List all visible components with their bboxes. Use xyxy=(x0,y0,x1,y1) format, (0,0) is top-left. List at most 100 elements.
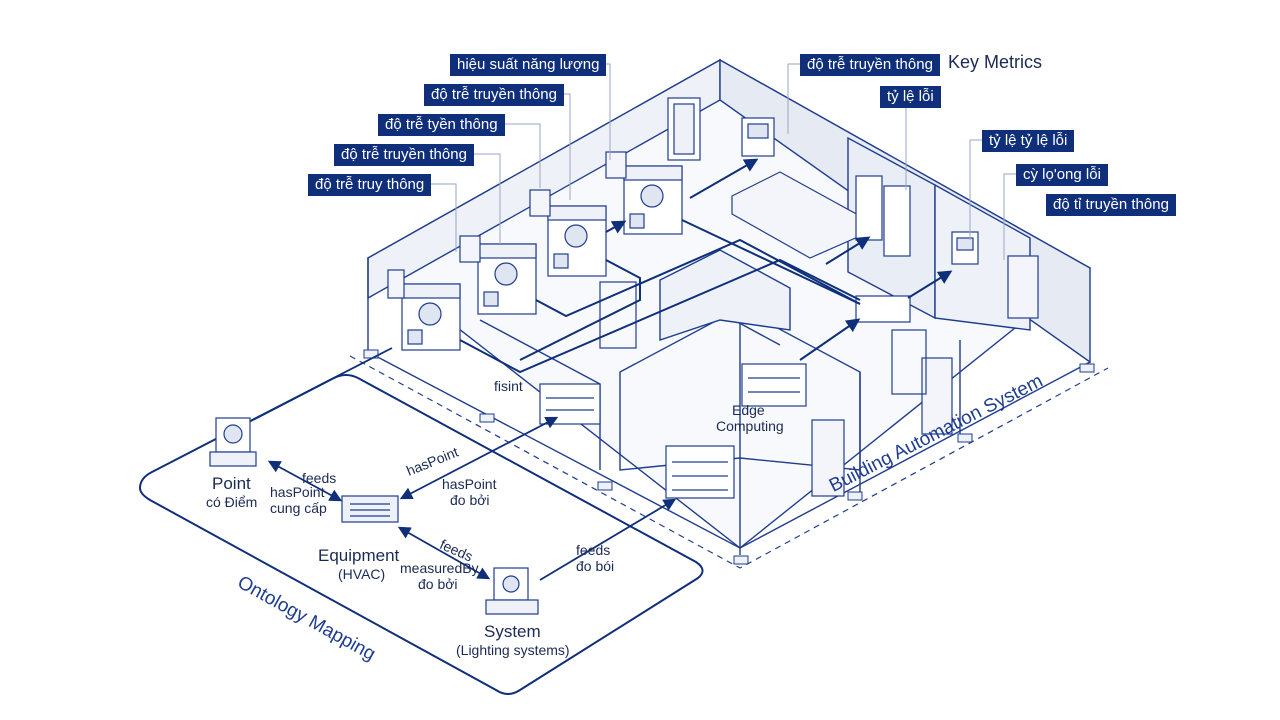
ontology-relations xyxy=(251,347,677,581)
point-node-sub: có Điểm xyxy=(206,494,258,510)
arrow-to-thermostat xyxy=(907,270,953,299)
leader xyxy=(426,183,457,252)
edge-server xyxy=(741,363,807,407)
door-center xyxy=(599,281,637,349)
system-node-sub: (Lighting systems) xyxy=(456,642,570,658)
hvac-unit-1-panel xyxy=(407,329,423,345)
front-right-edge xyxy=(739,361,1091,549)
hvac-units xyxy=(387,151,683,351)
arrow-edge-to-switch xyxy=(799,318,861,361)
arrow-to-bench xyxy=(689,158,759,199)
metric-tag-latency: độ trễ truyền thông xyxy=(334,144,474,166)
equipment-node-sub: (HVAC) xyxy=(338,566,386,582)
network-devices xyxy=(539,295,911,499)
center-room xyxy=(659,249,791,341)
rel-point-equipment xyxy=(267,460,343,502)
ontology-panel xyxy=(138,374,704,695)
rel-label-dobo: đo bởi xyxy=(450,492,490,508)
pipe-2 xyxy=(535,238,861,318)
electrical-cabinet-1 xyxy=(855,175,883,241)
fan-icon xyxy=(494,262,518,286)
fan-icon xyxy=(640,184,664,208)
room-wall-b xyxy=(934,183,1031,331)
edge-label-line2: Computing xyxy=(716,418,784,434)
window-inner xyxy=(673,103,695,155)
metric-tag-latency: độ trễ tyền thông xyxy=(378,114,505,136)
foot xyxy=(733,555,749,565)
duct-box-4 xyxy=(605,151,627,179)
fisint-label: fisint xyxy=(494,378,523,394)
edge-label-line1: Edge xyxy=(732,402,765,418)
rel-label-cungcap: cung cấp xyxy=(270,500,327,516)
hvac-unit-2-panel xyxy=(483,291,499,307)
duct-box-2 xyxy=(459,235,481,263)
control-panel-screen xyxy=(747,123,769,139)
equipment-node-icon xyxy=(341,495,399,523)
electrical-cabinet-2 xyxy=(883,185,911,257)
foot xyxy=(957,433,973,443)
pipe-3 xyxy=(519,259,641,361)
door-mid xyxy=(921,357,953,435)
equipment-node-name: Equipment xyxy=(318,546,400,565)
point-node-name: Point xyxy=(212,474,251,493)
point-node-base xyxy=(209,451,257,467)
rel-label-haspoint: hasPoint xyxy=(442,476,497,492)
hvac-unit-4-top xyxy=(623,165,683,181)
rel-equipment-server xyxy=(399,416,559,500)
leader xyxy=(466,153,501,244)
door-front xyxy=(811,419,845,497)
hvac-unit-3-panel xyxy=(553,253,569,269)
network-switch xyxy=(855,295,911,323)
hvac-unit-3 xyxy=(547,205,607,277)
duct-box-1 xyxy=(387,269,405,299)
foot xyxy=(1079,363,1095,373)
leader xyxy=(1003,173,1016,260)
system-node-base xyxy=(485,599,539,615)
rel-label-dobo: đo bói xyxy=(576,558,615,574)
connection-lines xyxy=(459,158,953,374)
hvac-unit-4-panel xyxy=(629,213,645,229)
ontology-outline xyxy=(138,374,704,695)
fan-icon xyxy=(223,424,243,444)
door-gate xyxy=(891,329,927,395)
rel-label-measuredby: measuredBy xyxy=(400,560,479,576)
hvac-unit-3-top xyxy=(547,205,607,221)
metric-tag-error-rate: tỷ lệ lỗi xyxy=(880,86,941,108)
metric-tag-energy-efficiency: hiệu suất năng lượng xyxy=(450,54,607,76)
hvac-unit-4 xyxy=(623,165,683,235)
rel-label-feeds: feeds xyxy=(302,470,337,486)
metric-tag-latency: độ trễ truy thông xyxy=(308,174,432,196)
arrow-to-cabinet xyxy=(825,236,871,265)
hvac-unit-1 xyxy=(401,283,461,351)
pipe-4 xyxy=(681,219,861,305)
key-metrics-heading: Key Metrics xyxy=(948,52,1043,72)
rel-label-feeds: feeds xyxy=(576,542,611,558)
metric-tag-latency: độ trễ truyền thông xyxy=(424,84,564,106)
foot xyxy=(847,491,863,501)
server-rack-2 xyxy=(665,445,735,499)
metric-tag-error-rate: tỷ lệ tỷ lệ lỗi xyxy=(982,130,1075,152)
fan-icon xyxy=(418,302,442,326)
duct-box-3 xyxy=(529,189,551,217)
metric-tag-latency: độ trễ truyền thông xyxy=(800,54,940,76)
pipe-1 xyxy=(459,258,861,374)
rel-system-server xyxy=(539,498,677,581)
leader xyxy=(787,63,800,134)
hvac-unit-2 xyxy=(477,243,537,315)
rel-equipment-system xyxy=(397,526,491,580)
door-right xyxy=(1007,255,1039,319)
thermostat-screen xyxy=(956,237,974,251)
arrow-unit4 xyxy=(605,220,627,234)
rel-label-haspoint: hasPoint xyxy=(270,484,325,500)
hvac-unit-1-top xyxy=(401,283,461,299)
rel-point-building xyxy=(251,347,393,421)
server-rack-1 xyxy=(539,383,601,425)
fan-icon xyxy=(502,575,520,593)
foot xyxy=(597,481,613,491)
rel-label-dobo: đo bởi xyxy=(418,576,458,592)
metric-tag-error-rate: cỳ lọ'ong lỗi xyxy=(1016,164,1108,186)
metric-tag-latency: độ tỉ truyền thông xyxy=(1046,194,1176,216)
fan-icon xyxy=(564,224,588,248)
leader xyxy=(500,123,541,188)
